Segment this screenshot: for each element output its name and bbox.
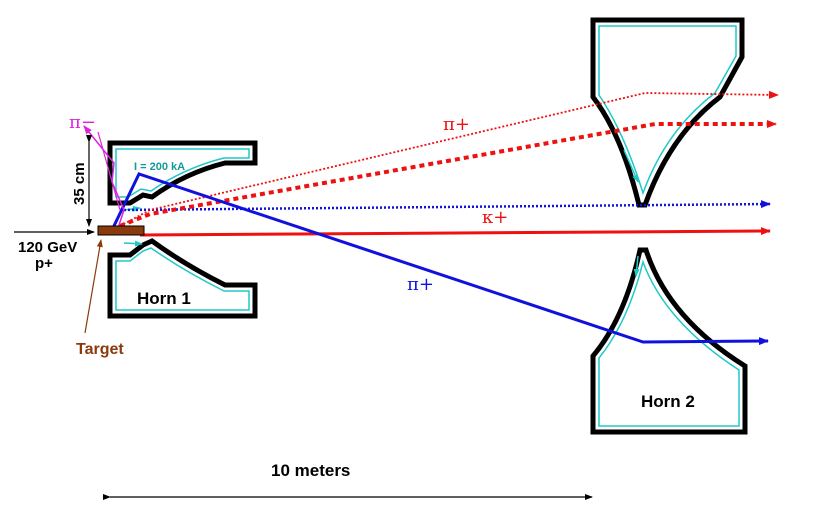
horn2-label: Horn 2 [641,392,695,411]
height-label: 35 cm [71,162,88,205]
trajectory-blue-solid-pi-plus [110,172,769,346]
trajectory-red-dotted-upper [119,90,779,227]
horn1-upper [107,140,258,206]
kaon-plus-label: κ+ [482,207,508,228]
target-pointer [84,239,103,334]
horn2-upper [590,17,745,208]
horn1-label: Horn 1 [137,289,191,308]
trajectory-red-dotted-pi-plus [119,120,777,228]
target-rod [97,225,145,236]
target-label: Target [76,341,124,358]
scale-label: 10 meters [271,461,350,480]
pi-plus-lower-label: π+ [407,274,434,295]
horn2-lower [590,247,748,435]
pi-plus-upper-label: π+ [443,114,470,135]
trajectory-red-solid-kaon [139,227,771,237]
trajectory-blue-dotted [119,200,771,212]
trajectory-magenta-pi-minus-2 [97,131,121,211]
beam-particle-label: p+ [35,255,53,272]
pi-minus-label: π− [69,112,96,133]
beam-energy-label: 120 GeV [18,239,77,256]
current-label: I = 200 kA [134,161,185,173]
horn1-lower [107,238,258,319]
